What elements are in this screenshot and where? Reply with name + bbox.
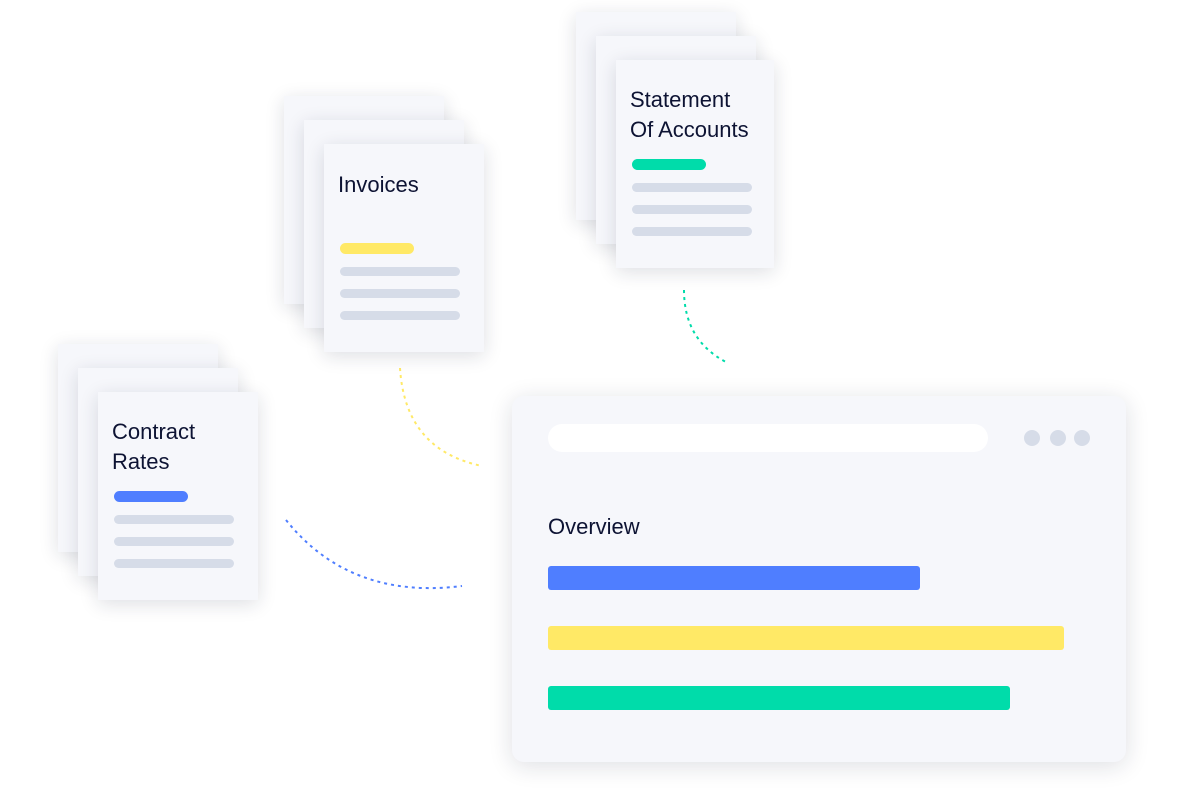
search-bar[interactable] xyxy=(548,424,988,452)
text-line xyxy=(114,537,234,546)
invoices-title: Invoices xyxy=(338,172,419,197)
overview-bar-yellow xyxy=(548,626,1064,650)
overview-window: Overview xyxy=(512,396,1126,762)
text-line xyxy=(114,515,234,524)
overview-bar-blue xyxy=(548,566,920,590)
text-line xyxy=(340,311,460,320)
overview-heading: Overview xyxy=(548,514,640,539)
window-dot-icon xyxy=(1024,430,1040,446)
text-line xyxy=(114,559,234,568)
text-line xyxy=(340,289,460,298)
overview-bar-green xyxy=(548,686,1010,710)
text-line xyxy=(632,205,752,214)
invoices-accent-bar xyxy=(340,243,414,254)
text-line xyxy=(632,227,752,236)
text-line xyxy=(340,267,460,276)
window-dot-icon xyxy=(1074,430,1090,446)
text-line xyxy=(632,183,752,192)
invoices-connector xyxy=(399,367,483,467)
statement-connector xyxy=(683,289,727,363)
statement-accent-bar xyxy=(632,159,706,170)
contract-connector xyxy=(285,519,463,590)
invoices-document: Invoices xyxy=(324,144,484,352)
contract-accent-bar xyxy=(114,491,188,502)
window-dot-icon xyxy=(1050,430,1066,446)
